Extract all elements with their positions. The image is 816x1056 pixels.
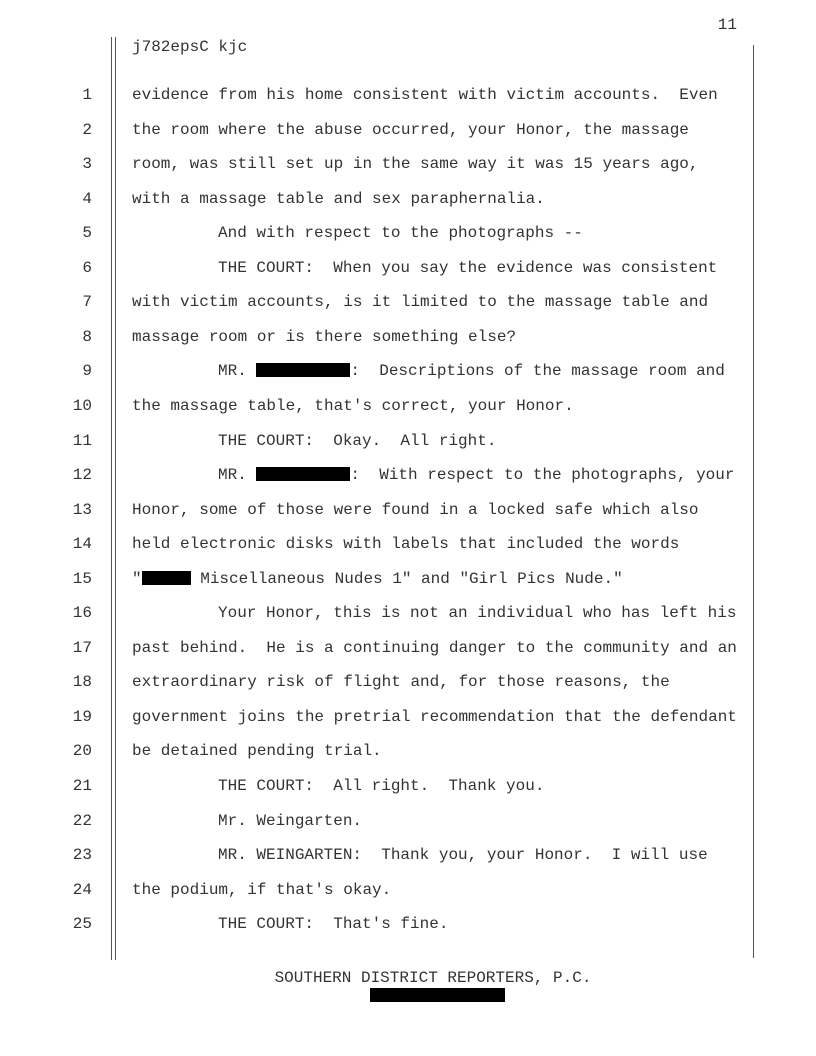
line-number: 2 xyxy=(82,120,92,139)
page-number: 11 xyxy=(717,16,737,34)
right-margin-rule xyxy=(753,45,754,958)
transcript-line: THE COURT: All right. Thank you. xyxy=(218,777,544,795)
line-text: with victim accounts, is it limited to t… xyxy=(132,293,709,312)
transcript-line: past behind. He is a continuing danger t… xyxy=(132,639,737,657)
line-number: 25 xyxy=(72,915,92,934)
line-number: 3 xyxy=(82,155,92,174)
line-number: 24 xyxy=(72,880,92,899)
transcript-line: the room where the abuse occurred, your … xyxy=(132,121,689,139)
transcript-line: with a massage table and sex paraphernal… xyxy=(132,190,545,208)
transcript-line: And with respect to the photographs -- xyxy=(218,224,583,242)
transcript-line: MR. : With respect to the photographs, y… xyxy=(218,466,734,484)
line-text: the room where the abuse occurred, your … xyxy=(132,120,689,139)
transcript-line: THE COURT: That's fine. xyxy=(218,915,448,933)
transcript-line: Your Honor, this is not an individual wh… xyxy=(218,604,736,622)
line-text: room, was still set up in the same way i… xyxy=(132,155,699,174)
redaction-box xyxy=(370,988,505,1002)
line-number: 13 xyxy=(72,500,92,519)
line-text: evidence from his home consistent with v… xyxy=(132,86,718,104)
redaction-box xyxy=(141,570,191,585)
line-text: be detained pending trial. xyxy=(132,742,382,761)
line-number: 1 xyxy=(82,86,92,104)
line-text: government joins the pretrial recommenda… xyxy=(132,707,737,726)
line-text: MR. WEINGARTEN: Thank you, your Honor. I… xyxy=(218,846,708,865)
line-text: past behind. He is a continuing danger t… xyxy=(132,638,737,657)
line-number: 4 xyxy=(82,189,92,208)
footer-reporter: SOUTHERN DISTRICT REPORTERS, P.C. xyxy=(274,969,592,987)
line-text: THE COURT: When you say the evidence was… xyxy=(218,258,718,277)
line-text: THE COURT: Okay. All right. xyxy=(218,431,497,450)
line-text: held electronic disks with labels that i… xyxy=(132,535,680,554)
line-number: 9 xyxy=(82,362,92,381)
line-text: massage room or is there something else? xyxy=(132,327,517,346)
line-number: 22 xyxy=(72,811,92,830)
line-text: the podium, if that's okay. xyxy=(132,880,392,899)
transcript-line: MR. : Descriptions of the massage room a… xyxy=(218,362,725,380)
line-number: 12 xyxy=(72,466,92,485)
line-number: 18 xyxy=(72,673,92,692)
transcript-line: room, was still set up in the same way i… xyxy=(132,155,699,173)
line-text: THE COURT: All right. Thank you. xyxy=(218,777,545,795)
line-text: Honor, some of those were found in a loc… xyxy=(132,500,699,519)
transcript-line: " Miscellaneous Nudes 1" and "Girl Pics … xyxy=(132,570,623,588)
line-number: 15 xyxy=(72,569,92,588)
line-number: 19 xyxy=(72,707,92,726)
transcript-line: THE COURT: When you say the evidence was… xyxy=(218,259,717,277)
transcript-line: the podium, if that's okay. xyxy=(132,881,391,899)
line-number: 10 xyxy=(72,396,92,415)
line-number: 6 xyxy=(82,258,92,277)
line-number: 20 xyxy=(72,742,92,761)
line-number: 11 xyxy=(72,431,92,450)
transcript-line: MR. WEINGARTEN: Thank you, your Honor. I… xyxy=(218,846,708,864)
line-text: extraordinary risk of flight and, for th… xyxy=(132,673,670,692)
line-text: the massage table, that's correct, your … xyxy=(132,396,574,415)
redaction-box xyxy=(256,363,351,378)
line-text: Miscellaneous Nudes 1" and "Girl Pics Nu… xyxy=(190,569,623,588)
line-number: 17 xyxy=(72,638,92,657)
line-number: 21 xyxy=(72,777,92,795)
line-number: 16 xyxy=(72,604,92,623)
transcript-line: the massage table, that's correct, your … xyxy=(132,397,574,415)
transcript-line: extraordinary risk of flight and, for th… xyxy=(132,673,670,691)
line-text: And with respect to the photographs -- xyxy=(218,224,583,243)
transcript-line: held electronic disks with labels that i… xyxy=(132,535,679,553)
line-text-before: " xyxy=(132,569,142,588)
line-text-before: MR. xyxy=(218,362,257,381)
transcript-line: government joins the pretrial recommenda… xyxy=(132,708,737,726)
line-text: Your Honor, this is not an individual wh… xyxy=(218,604,737,623)
transcript-line: Mr. Weingarten. xyxy=(218,812,362,830)
line-text: with a massage table and sex paraphernal… xyxy=(132,189,545,208)
line-text: Mr. Weingarten. xyxy=(218,811,363,830)
line-number: 7 xyxy=(82,293,92,312)
line-number: 23 xyxy=(72,846,92,865)
line-text: : With respect to the photographs, your xyxy=(350,466,735,485)
transcript-line: Honor, some of those were found in a loc… xyxy=(132,501,699,519)
left-margin-rule xyxy=(111,37,112,960)
line-number: 14 xyxy=(72,535,92,554)
transcript-line: massage room or is there something else? xyxy=(132,328,516,346)
line-number: 5 xyxy=(82,224,92,243)
transcript-header: j782epsC kjc xyxy=(132,38,248,56)
line-text: : Descriptions of the massage room and xyxy=(350,362,725,381)
transcript-line: be detained pending trial. xyxy=(132,742,382,760)
transcript-line: with victim accounts, is it limited to t… xyxy=(132,293,708,311)
transcript-line: THE COURT: Okay. All right. xyxy=(218,432,496,450)
line-text: THE COURT: That's fine. xyxy=(218,915,449,934)
left-margin-rule xyxy=(115,37,116,960)
line-text-before: MR. xyxy=(218,466,257,485)
redaction-box xyxy=(256,467,351,482)
transcript-line: evidence from his home consistent with v… xyxy=(132,86,718,104)
line-number: 8 xyxy=(82,327,92,346)
